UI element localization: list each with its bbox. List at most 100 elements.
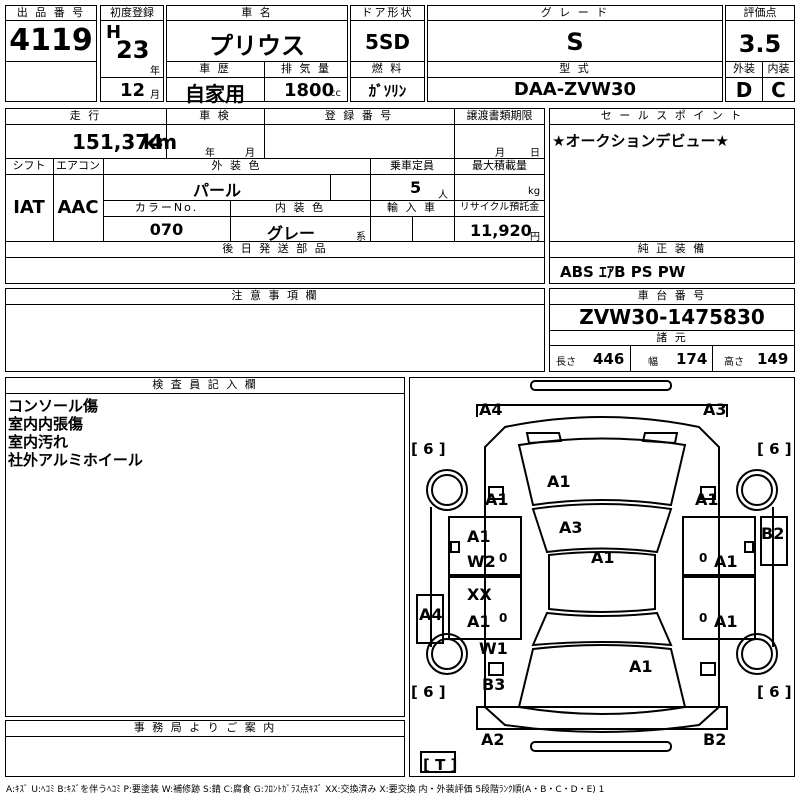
grade: S xyxy=(566,28,584,56)
score-box xyxy=(725,5,795,102)
insp-year-unit: 年 xyxy=(205,148,215,159)
right-mirror xyxy=(744,541,754,553)
mark-right-front-door: A1 xyxy=(714,552,738,571)
first-reg-box xyxy=(100,5,164,102)
int-label: 内装 xyxy=(763,62,794,76)
model-label: 型 式 xyxy=(428,62,722,76)
max-load-label: 最大積載量 xyxy=(455,159,544,173)
door-box xyxy=(350,5,425,102)
mark-right-rear-door: A1 xyxy=(714,612,738,631)
mark-hood: A1 xyxy=(547,472,571,491)
equipment-text: ABS ｴｱB PS PW xyxy=(560,263,686,281)
transfer-day-unit: 日 xyxy=(530,148,540,159)
notes-box xyxy=(5,288,545,372)
capacity: 5 xyxy=(410,178,422,197)
front-bumper xyxy=(476,404,728,417)
car-box xyxy=(166,5,348,102)
spec-label: 諸 元 xyxy=(550,331,794,345)
recycle-unit: 円 xyxy=(530,232,540,243)
month-unit: 月 xyxy=(150,90,160,101)
inspector-line: 室内汚れ xyxy=(8,433,69,451)
detail-box xyxy=(5,108,545,284)
rear-left-wheel-inner xyxy=(431,638,463,670)
history-label: 車 歴 xyxy=(167,62,263,76)
front-right-wheel-outer xyxy=(736,469,778,511)
mileage-unit: km xyxy=(143,130,178,154)
mileage-label: 走 行 xyxy=(6,109,165,123)
height: 149 xyxy=(757,350,789,368)
grade-label: グ レ ー ド xyxy=(428,6,722,20)
lot-number: 4119 xyxy=(9,23,93,58)
zero-mark: 0 xyxy=(499,611,507,625)
mark-trunk: A1 xyxy=(629,657,653,676)
mark-left-rear-fender-w: W1 xyxy=(479,639,508,658)
color-no: 070 xyxy=(149,220,184,239)
tire-trunk: [ T ] xyxy=(423,756,457,774)
inspector-line: コンソール傷 xyxy=(8,397,99,415)
recycle: 11,920 xyxy=(470,221,532,240)
front-left-wheel-outer xyxy=(426,469,468,511)
ext-color: パール xyxy=(192,181,241,200)
fuel-label: 燃 料 xyxy=(351,62,424,76)
model: DAA-ZVW30 xyxy=(513,79,637,100)
first-reg-label: 初度登録 xyxy=(101,6,163,20)
left-fender-box xyxy=(488,486,504,500)
max-load-unit: kg xyxy=(528,186,541,197)
fuel: ｶﾞｿﾘﾝ xyxy=(368,82,407,100)
inspector-box xyxy=(5,377,405,717)
sales-label: セ ー ル ス ポ イ ン ト xyxy=(550,109,794,123)
rear-glass xyxy=(531,611,673,647)
office-label: 事 務 局 よ り ご 案 内 xyxy=(6,721,404,735)
int-grade: C xyxy=(771,78,786,102)
right-side-box xyxy=(760,516,788,566)
inspector-line: 室内内張傷 xyxy=(8,415,84,433)
ext-color-label: 外 装 色 xyxy=(104,159,369,173)
hood xyxy=(517,437,687,507)
shift-label: シフト xyxy=(6,159,52,173)
trunk-box xyxy=(420,751,456,773)
int-color: グレー xyxy=(266,224,315,243)
displacement-label: 排 気 量 xyxy=(265,62,347,76)
mileage: 151,374 xyxy=(72,130,164,154)
zero-mark: 0 xyxy=(699,611,707,625)
front-left-wheel-inner xyxy=(431,474,463,506)
zero-mark: 0 xyxy=(699,551,707,565)
tire-front-right: [ 6 ] xyxy=(757,440,792,458)
inspector-label: 検 査 員 記 入 欄 xyxy=(6,378,404,392)
year-unit: 年 xyxy=(150,66,160,77)
year: 23 xyxy=(116,36,150,64)
capacity-label: 乗車定員 xyxy=(371,159,453,173)
zero-mark: 0 xyxy=(499,551,507,565)
mark-left-rear-fender-b: B3 xyxy=(482,675,505,694)
legend: A:ｷｽﾞ U:ﾍｺﾐ B:ｷｽﾞを伴うﾍｺﾐ P:要塗装 W:補修跡 S:錆 … xyxy=(6,785,605,795)
length-label: 長さ xyxy=(556,357,576,368)
car-name-label: 車 名 xyxy=(167,6,347,20)
mark-right-fender: A1 xyxy=(695,490,719,509)
roof xyxy=(548,551,656,613)
rear-left-wheel-outer xyxy=(426,633,468,675)
notes-label: 注 意 事 項 欄 xyxy=(6,289,544,303)
left-front-door-outline xyxy=(448,516,522,576)
rear-bumper-box xyxy=(476,706,728,730)
history: 自家用 xyxy=(185,82,245,106)
rear-right-wheel-outer xyxy=(736,633,778,675)
tire-rear-left: [ 6 ] xyxy=(411,683,446,701)
car-diagram: [ 6 ] [ 6 ] [ 6 ] [ 6 ] [ T ] 0 0 0 0 A4… xyxy=(411,380,792,774)
score: 3.5 xyxy=(738,30,782,58)
left-sill-box xyxy=(416,594,444,644)
inspector-line: 社外アルミホイール xyxy=(8,451,143,469)
door-label: ドア形状 xyxy=(351,6,424,20)
length: 446 xyxy=(593,350,625,368)
headlight-left xyxy=(525,432,563,445)
front-bumper-strip xyxy=(530,380,672,391)
height-label: 高さ xyxy=(724,357,744,368)
color-no-label: カラーNo. xyxy=(104,201,229,215)
sales-box xyxy=(549,108,795,284)
aircon: AAC xyxy=(57,197,99,218)
mark-left-fender: A1 xyxy=(485,490,509,509)
later-parts-label: 後 日 発 送 部 品 xyxy=(6,242,544,256)
left-rear-door-outline xyxy=(448,576,522,640)
int-color-unit: 系 xyxy=(356,232,366,243)
reg-no-label: 登 録 番 号 xyxy=(265,109,453,123)
recycle-label: リサイクル預託金 xyxy=(455,201,544,215)
